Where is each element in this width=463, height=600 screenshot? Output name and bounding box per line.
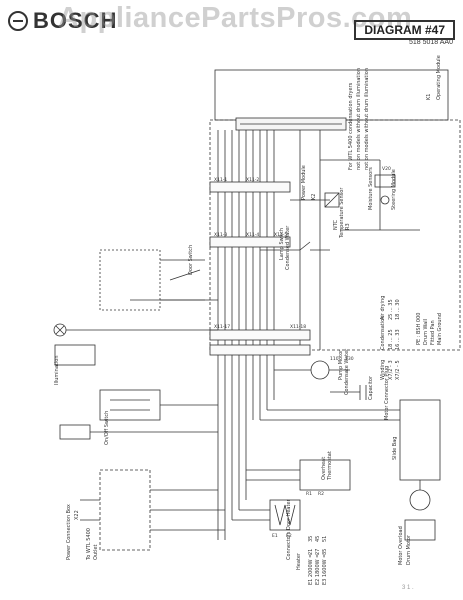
component-labels: Operating Module K1 Power Module K2 NTC …: [54, 55, 442, 570]
winding-head-a: Condensation: [380, 316, 386, 350]
winding-row-1-a: 18 ... 25: [388, 329, 394, 350]
terminal-e1: E1: [272, 533, 278, 539]
on-off-switch: [99, 389, 218, 421]
footer-marks: 3 1 .: [402, 585, 414, 591]
terminal-r1: R1: [306, 491, 312, 497]
motor-overload-label: Motor Overload: [398, 526, 404, 565]
winding-row-2-b: 18 ... 30: [395, 299, 401, 320]
terminal-x11-4: X11-4: [246, 232, 259, 238]
terminal-x11-3: X11-3: [214, 232, 227, 238]
drum-motor-assembly: [260, 399, 441, 541]
terminal-x11-1: X11-1: [214, 177, 227, 183]
power-connection-ref: X22: [74, 510, 80, 520]
note-2: not on models without drum illumination: [356, 68, 362, 170]
power-module-label: Power Module: [301, 165, 307, 200]
heater-table: E1 2000W = 21 35 E2 1800W = 27 45 E3 160…: [308, 536, 328, 585]
capacitor: [330, 385, 367, 400]
illumination-lamp: [53, 323, 110, 366]
heater-label: Heater: [296, 552, 302, 570]
heater-row-3-label: E3 1600W =: [322, 554, 328, 585]
heater-row-2-b: 45: [315, 536, 321, 542]
heater-row-1-a: 21: [308, 549, 314, 555]
ntc-sensor: [290, 192, 340, 208]
pump-motor: [274, 360, 350, 380]
capacitor-label: Capacitor: [368, 375, 374, 400]
pe-line3: Fitted Pan: [430, 320, 436, 345]
connectors-door-heater-label: Connectors Door Heater: [286, 498, 292, 560]
operating-module-ref: K1: [426, 94, 432, 100]
winding-row-2-label: X7/2 - 5: [395, 360, 401, 380]
pump-motor-line2: Condensate Water: [344, 348, 350, 395]
on-off-label: On/Off Switch: [104, 411, 110, 445]
thermostat-line1: Overheat: [321, 457, 327, 480]
terminal-strip-x11: [209, 181, 311, 356]
k1-k2-connector: [235, 117, 347, 131]
lamp-switch: [260, 241, 330, 251]
note-3: not on models without drum illumination: [364, 68, 370, 170]
winding-row-1-label: X7/2 - 3: [388, 360, 394, 380]
thermostat-line2: Thermostat: [327, 451, 333, 481]
heater-row-1-label: E1 2000W =: [308, 554, 314, 585]
pump-motor-line1: Pump Motor: [338, 349, 344, 380]
legend-notes: For WTL 5400 condensation dryers not on …: [348, 68, 443, 345]
winding-row-1-b: 25 ... 35: [388, 299, 394, 320]
ntc-line1: NTC: [333, 219, 339, 230]
pe-line4: Main Ground: [437, 313, 443, 345]
terminal-v20: V20: [382, 166, 391, 172]
terminal-x11-5: X11-5: [274, 232, 287, 238]
ntc-line2: Temperature Sensor: [339, 187, 345, 239]
outlet-line2: Outlet: [93, 544, 99, 560]
moisture-sensor-wiring: [320, 159, 420, 231]
heater-row-1-b: 35: [308, 536, 314, 542]
main-conductors: [217, 130, 321, 540]
terminal-x11-17: X11-17: [214, 324, 230, 330]
winding-table: Winding Condensation Air drying X7/2 - 3…: [380, 296, 401, 380]
terminal-r2: R2: [318, 491, 324, 497]
power-connection-box-label: Power Connection Box: [66, 504, 72, 560]
door-switch-label: Door Switch: [188, 245, 194, 275]
outlet-line1: To WTL 5400: [86, 528, 92, 561]
slide-bag-label: Slide Bag: [392, 437, 398, 460]
document-number: 518 5018 AA0: [409, 39, 453, 46]
operating-module-box: [214, 69, 449, 121]
terminal-110: 110: [330, 356, 339, 362]
winding-head-b: Air drying: [380, 296, 386, 320]
heater-row-2-a: 27: [315, 549, 321, 555]
operating-module-label: Operating Module: [436, 55, 442, 100]
heater-row-3-b: 51: [322, 536, 328, 542]
terminal-x11-2: X11-2: [246, 177, 259, 183]
lamp-switch-line2: Condensed Water: [285, 225, 291, 270]
bosch-logo-icon: [8, 11, 28, 31]
brand-header: BOSCH: [8, 8, 117, 34]
pe-line1: PE : BSH 000: [416, 313, 422, 345]
heater-elements: [232, 499, 301, 531]
power-connection-box: [80, 469, 225, 551]
terminal-x11-18: X11-18: [290, 324, 306, 330]
moisture-sensors-label: Moisture Sensors: [368, 167, 374, 210]
cable-connector: [59, 424, 218, 440]
terminal-130: 130: [345, 356, 354, 362]
watermark-text: AppliancePartsPros.com: [58, 2, 413, 34]
winding-row-2-a: 16 ... 33: [395, 329, 401, 350]
heater-row-2-label: E2 1800W =: [315, 554, 321, 585]
pe-line2: Drum Wall: [423, 319, 429, 345]
terminal-e2: E2: [286, 533, 292, 539]
power-module-ref: K2: [311, 194, 317, 200]
steering-module-label: Steering Module: [391, 169, 397, 210]
motor-connector-label: Motor Connector Plug: [384, 366, 390, 420]
brand-name: BOSCH: [33, 8, 118, 33]
ntc-ref: R3: [345, 223, 351, 230]
note-1: For WTL 5400 condensation dryers: [348, 82, 354, 170]
lamp-switch-line1: Lamp Switch: [279, 228, 285, 260]
diagram-number-box: DIAGRAM #47: [354, 20, 455, 40]
terminal-labels: X11-1 X11-2 X11-3 X11-4 X11-5 X11-17 X11…: [214, 166, 391, 539]
heater-row-3-a: 35: [322, 549, 328, 555]
overheat-thermostat: [246, 459, 351, 491]
drum-motor-label: Drum Motor: [406, 534, 412, 565]
left-feed-lines: [110, 299, 218, 331]
illumination-label: Illumination: [54, 356, 60, 386]
winding-title: Winding: [380, 360, 386, 380]
